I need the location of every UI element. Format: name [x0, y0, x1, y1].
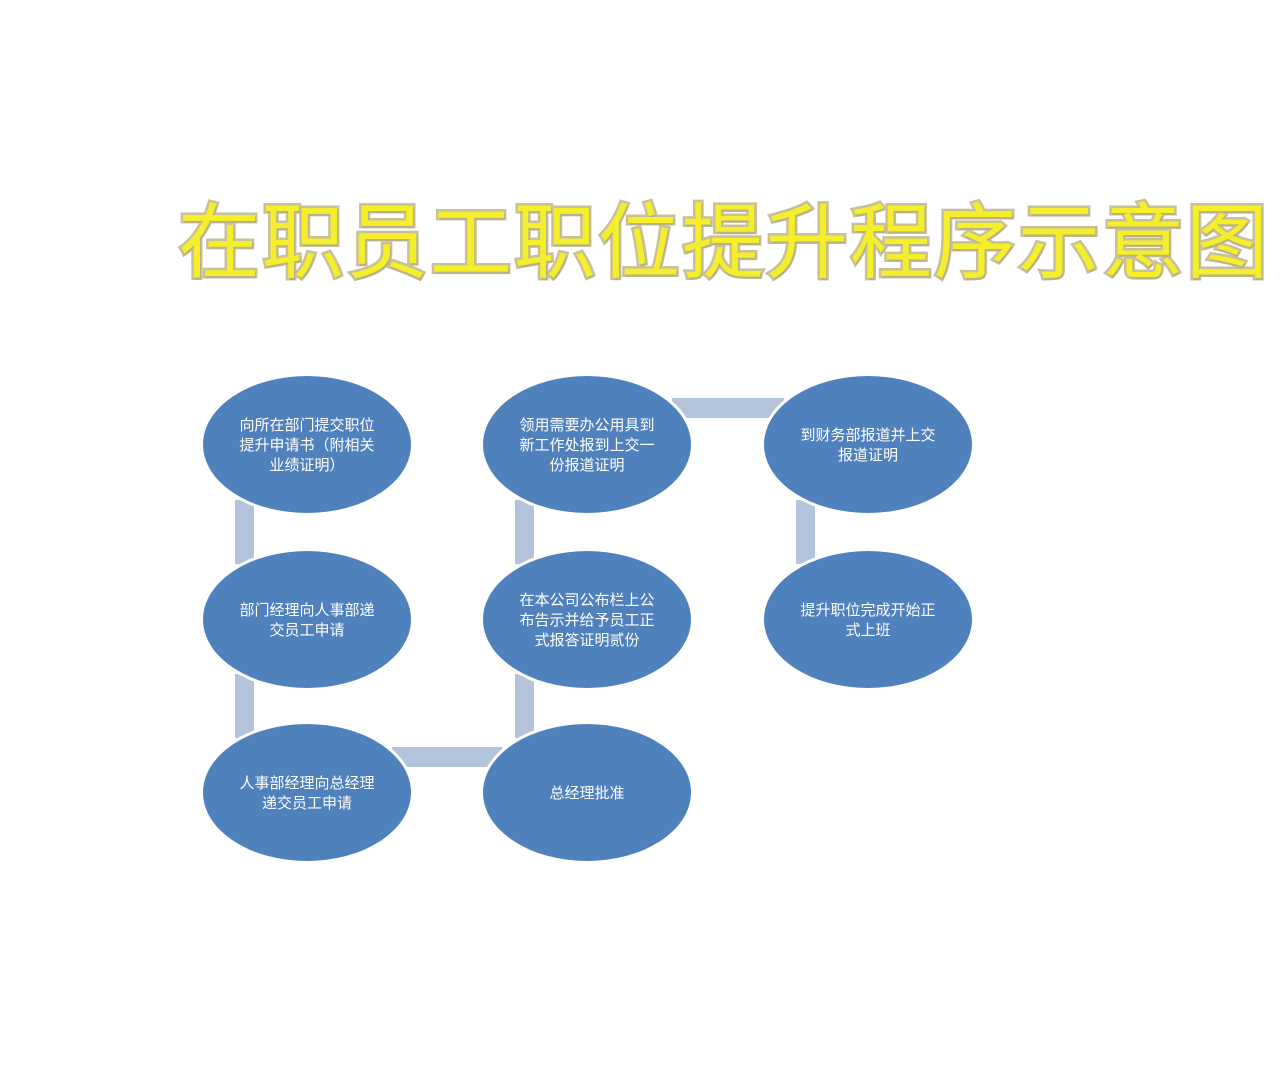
step-6-node: 领用需要办公用具到新工作处报到上交一份报道证明 — [483, 376, 691, 513]
connector-step6-step7 — [672, 398, 784, 418]
connector-step3-step4 — [392, 747, 502, 767]
step-5-node: 在本公司公布栏上公布告示并给予员工正式报答证明贰份 — [483, 551, 691, 688]
step-7-node: 到财务部报道并上交报道证明 — [764, 376, 972, 513]
step-2-label: 部门经理向人事部递交员工申请 — [239, 600, 375, 639]
connector-step7-step8 — [796, 500, 815, 564]
connector-step1-step2 — [235, 500, 254, 564]
connector-step2-step3 — [235, 674, 254, 738]
step-5-label: 在本公司公布栏上公布告示并给予员工正式报答证明贰份 — [519, 590, 655, 649]
step-6-label: 领用需要办公用具到新工作处报到上交一份报道证明 — [519, 415, 655, 474]
step-3-node: 人事部经理向总经理递交员工申请 — [203, 724, 411, 861]
step-8-label: 提升职位完成开始正式上班 — [800, 600, 936, 639]
step-8-node: 提升职位完成开始正式上班 — [764, 551, 972, 688]
diagram-title: 在职员工职位提升程序示意图 — [176, 194, 1271, 294]
step-2-node: 部门经理向人事部递交员工申请 — [203, 551, 411, 688]
step-3-label: 人事部经理向总经理递交员工申请 — [239, 773, 375, 812]
connector-step5-step6 — [515, 500, 534, 564]
step-4-node: 总经理批准 — [483, 724, 691, 861]
step-1-node: 向所在部门提交职位提升申请书（附相关业绩证明） — [203, 376, 411, 513]
step-7-label: 到财务部报道并上交报道证明 — [800, 425, 936, 464]
connector-step4-step5 — [515, 674, 534, 738]
step-1-label: 向所在部门提交职位提升申请书（附相关业绩证明） — [239, 415, 375, 474]
step-4-label: 总经理批准 — [549, 783, 625, 802]
